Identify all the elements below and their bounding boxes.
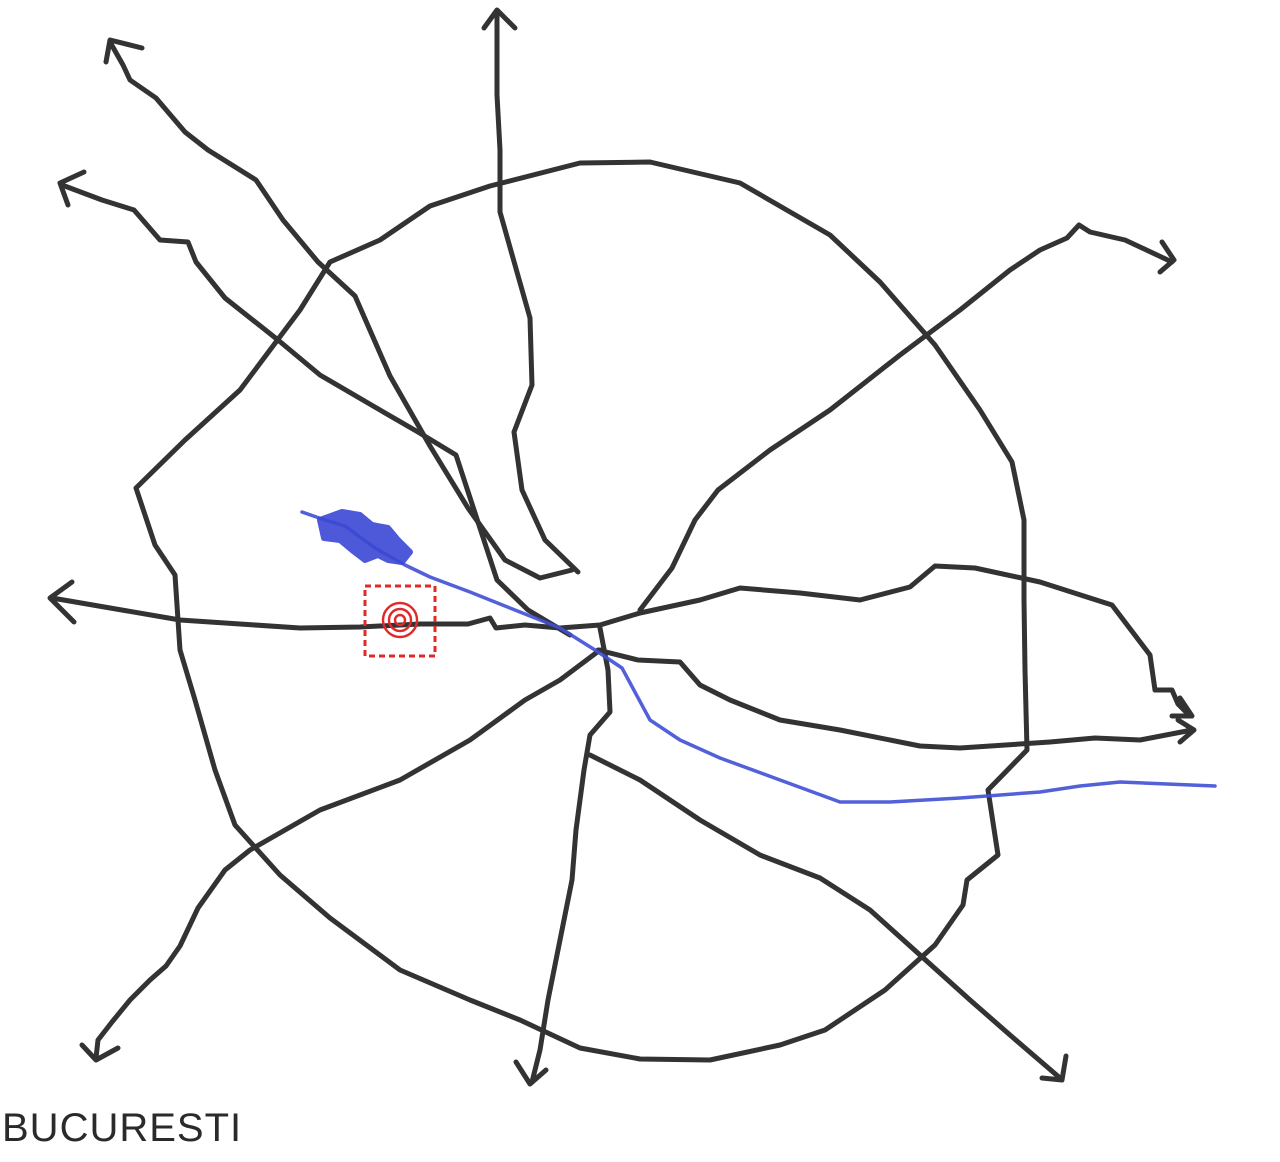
arrow-north-northwest <box>103 37 145 65</box>
radial-road-west-east <box>49 563 1193 719</box>
target-marker <box>363 584 437 658</box>
marker-frame <box>363 584 437 658</box>
arrow-east-loop <box>1169 695 1195 719</box>
arrow-southeast <box>1039 1053 1069 1083</box>
radial-road-southwest <box>93 647 603 1061</box>
city-label: BUCURESTI <box>2 1106 243 1150</box>
marker-ring-inner <box>393 613 407 627</box>
arrow-south <box>513 1059 549 1087</box>
lake <box>317 509 413 565</box>
radial-road-north-northwest <box>107 39 575 581</box>
radial-road-northeast <box>637 222 1175 613</box>
arrow-northeast <box>1157 239 1177 275</box>
radial-road-southeast <box>587 752 1063 1081</box>
radial-road-south <box>529 625 613 1085</box>
marker-ring-middle <box>387 607 413 633</box>
arrow-northwest <box>57 169 87 208</box>
marker-ring-outer <box>381 601 419 639</box>
arrow-southwest <box>79 1042 121 1063</box>
radial-road-east-southeast <box>595 647 1195 751</box>
radial-road-northwest <box>59 182 573 638</box>
radial-road-north <box>494 9 581 575</box>
arrow-west <box>47 579 77 625</box>
ring-road <box>133 159 1030 1063</box>
arrow-north <box>481 7 518 31</box>
arrow-east-southeast <box>1175 717 1197 745</box>
